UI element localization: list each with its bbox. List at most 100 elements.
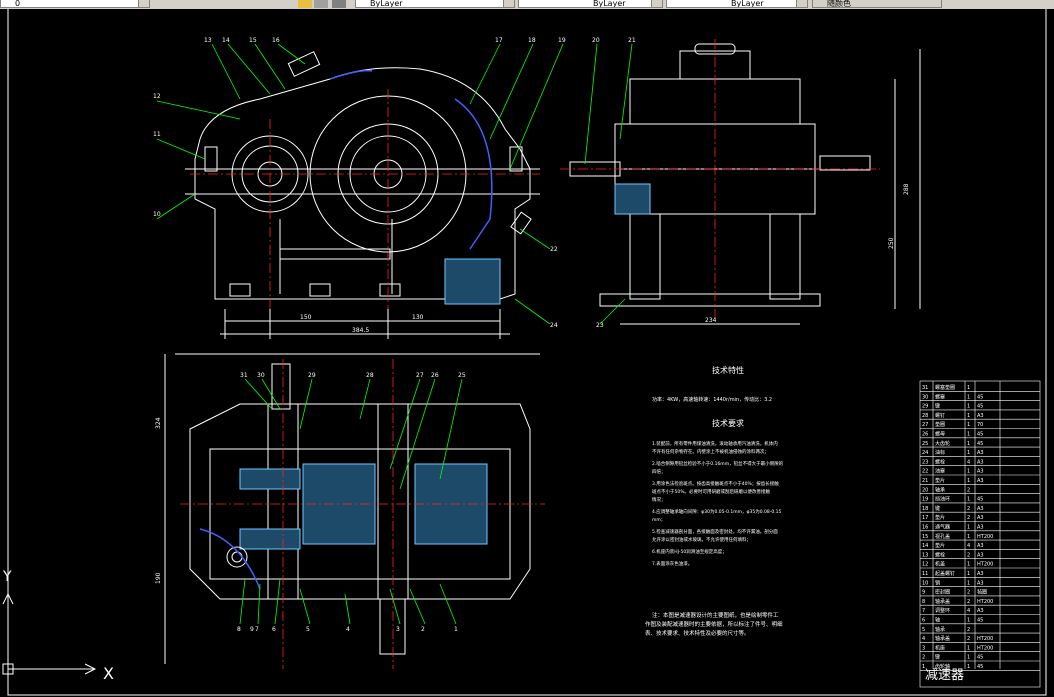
part-label: 4 (346, 626, 350, 633)
bom-cell: 45 (977, 432, 983, 438)
bom-cell: 16 (922, 525, 928, 531)
bom-cell: 29 (922, 404, 928, 410)
layer-previous-icon[interactable] (332, 0, 346, 8)
requirement-line: 1.装配前，所有零件用煤油清洗，滚动轴承用汽油清洗，机体内 (652, 440, 778, 447)
requirement-line: 不许有任何杂物存在。内壁涂上不被机油侵蚀的涂料两次； (652, 448, 769, 455)
bom-cell: 21 (922, 478, 928, 484)
bom-cell: 1 (967, 580, 970, 586)
part-label: 17 (495, 37, 503, 44)
requirement-line: 斑点不小于50%。必要时可用研磨或刮后研磨以便改善接触 (652, 488, 770, 495)
bom-cell: HT200 (977, 636, 993, 642)
bom-cell: A3 (977, 571, 984, 577)
requirement-line: 7.表面涂灰色油漆。 (652, 560, 692, 567)
chevron-down-icon[interactable] (796, 0, 807, 7)
part-label: 22 (550, 246, 558, 253)
bom-cell: 键 (935, 505, 940, 512)
chevron-down-icon[interactable] (503, 0, 514, 7)
dim-label: 130 (412, 314, 424, 321)
bom-cell: 18 (922, 506, 928, 512)
bom-cell: 5 (922, 627, 925, 633)
bom-cell: 24 (922, 450, 928, 456)
bom-cell: 23 (922, 459, 928, 465)
part-label: 6 (272, 626, 276, 633)
bom-cell: HT200 (977, 534, 993, 540)
linetype-dropdown[interactable]: ByLayer (518, 0, 663, 8)
bom-cell: 7 (922, 608, 925, 614)
part-label: 15 (249, 37, 257, 44)
bom-cell: A3 (977, 413, 984, 419)
technical-notes: 技术特性 功率：4KW，高速轴转速：1440r/min，传动比：3.2 技术要求… (645, 365, 784, 637)
bom-cell: 1 (967, 525, 970, 531)
part-label: 5 (306, 626, 310, 633)
requirement-line: 2.啮合侧隙用铅丝检验不小于0.16mm，铅丝不得大于最小侧隙的 (652, 460, 784, 467)
layer-state-icon[interactable] (298, 0, 312, 8)
bom-cell: 机座 (935, 644, 945, 651)
part-label: 9 (250, 626, 254, 633)
requirement-line: 允许涂以密封油或水玻璃，不允许使用任何填料； (652, 536, 751, 543)
lineweight-dropdown[interactable]: ByLayer (666, 0, 808, 8)
side-centerlines (560, 39, 880, 319)
bom-cell: 26 (922, 432, 928, 438)
bom-cell: 2 (967, 487, 970, 493)
bom-cell: 键 (935, 654, 940, 661)
bom-cell: 调整环 (935, 607, 950, 614)
bom-cell: 销 (935, 579, 940, 586)
bom-cell: 机盖 (935, 561, 945, 568)
bom-cell: 70 (977, 422, 983, 428)
bom-cell: 大齿轮 (935, 440, 950, 447)
part-label: 12 (153, 93, 161, 100)
part-label: 16 (272, 37, 280, 44)
plotstyle-dropdown[interactable]: 随颜色 (812, 0, 942, 8)
bom-cell: 轴承盖 (935, 598, 950, 605)
bom-cell: 1 (967, 432, 970, 438)
bom-cell: 1 (967, 422, 970, 428)
bom-cell: 1 (967, 478, 970, 484)
bom-cell: 齿轮轴 (935, 663, 950, 670)
bom-cell: 4 (967, 608, 970, 614)
dim-label: 324 (155, 417, 162, 429)
bom-cell: 8 (922, 599, 925, 605)
part-label: 25 (458, 372, 466, 379)
dim-label: 250 (888, 237, 895, 249)
bom-cell: 2 (967, 506, 970, 512)
chevron-down-icon[interactable] (651, 0, 662, 7)
color-dropdown[interactable]: ByLayer (355, 0, 515, 8)
bom-cell: 螺塞垫圈 (935, 384, 955, 391)
bom-cell: 20 (922, 487, 928, 493)
layer-dropdown[interactable]: 0 (0, 0, 150, 8)
chevron-down-icon[interactable] (138, 0, 149, 7)
bom-cell: 4 (967, 543, 970, 549)
drawing-canvas[interactable]: 13 14 15 16 17 18 19 12 11 10 22 24 150 … (0, 9, 1054, 697)
dim-label: 288 (903, 183, 910, 195)
bom-cell: 螺钉 (935, 412, 945, 419)
bom-cell: 通气器 (935, 524, 950, 531)
bom-cell: 15 (922, 534, 928, 540)
part-label: 13 (204, 37, 212, 44)
requirement-line: 5.检查减速器剖分面，各接触面及密封处，均不许漏油。剖分面 (652, 528, 778, 535)
bom-cell: 1 (967, 413, 970, 419)
bom-cell: 11 (922, 571, 928, 577)
lineweight-dropdown-value: ByLayer (731, 0, 764, 8)
bom-cell: 1 (967, 497, 970, 503)
plotstyle-dropdown-value: 随颜色 (827, 0, 851, 8)
ucs-x-label: X (103, 664, 114, 683)
bom-cell: 油塞 (935, 468, 945, 475)
front-part-labels: 13 14 15 16 17 18 19 12 11 10 22 24 150 … (153, 37, 566, 334)
bom-cell: 1 (967, 655, 970, 661)
bom-cell: A3 (977, 515, 984, 521)
make-current-icon[interactable] (314, 0, 328, 8)
dim-label: 190 (155, 572, 162, 584)
bom-cell: HT200 (977, 645, 993, 651)
part-label: 23 (596, 322, 604, 329)
bom-cell: 螺母 (935, 431, 945, 438)
part-label: 1 (454, 626, 458, 633)
part-label: 2 (421, 626, 425, 633)
bom-cell: 密封圈 (935, 589, 950, 596)
bom-cell: 1 (967, 469, 970, 475)
bom-cell: 1 (967, 571, 970, 577)
bom-cell: HT200 (977, 599, 993, 605)
bom-cell: 25 (922, 441, 928, 447)
side-part-labels: 20 21 23 234 288 250 (592, 37, 910, 329)
bom-cell: A3 (977, 478, 984, 484)
bom-cell: 4 (967, 459, 970, 465)
